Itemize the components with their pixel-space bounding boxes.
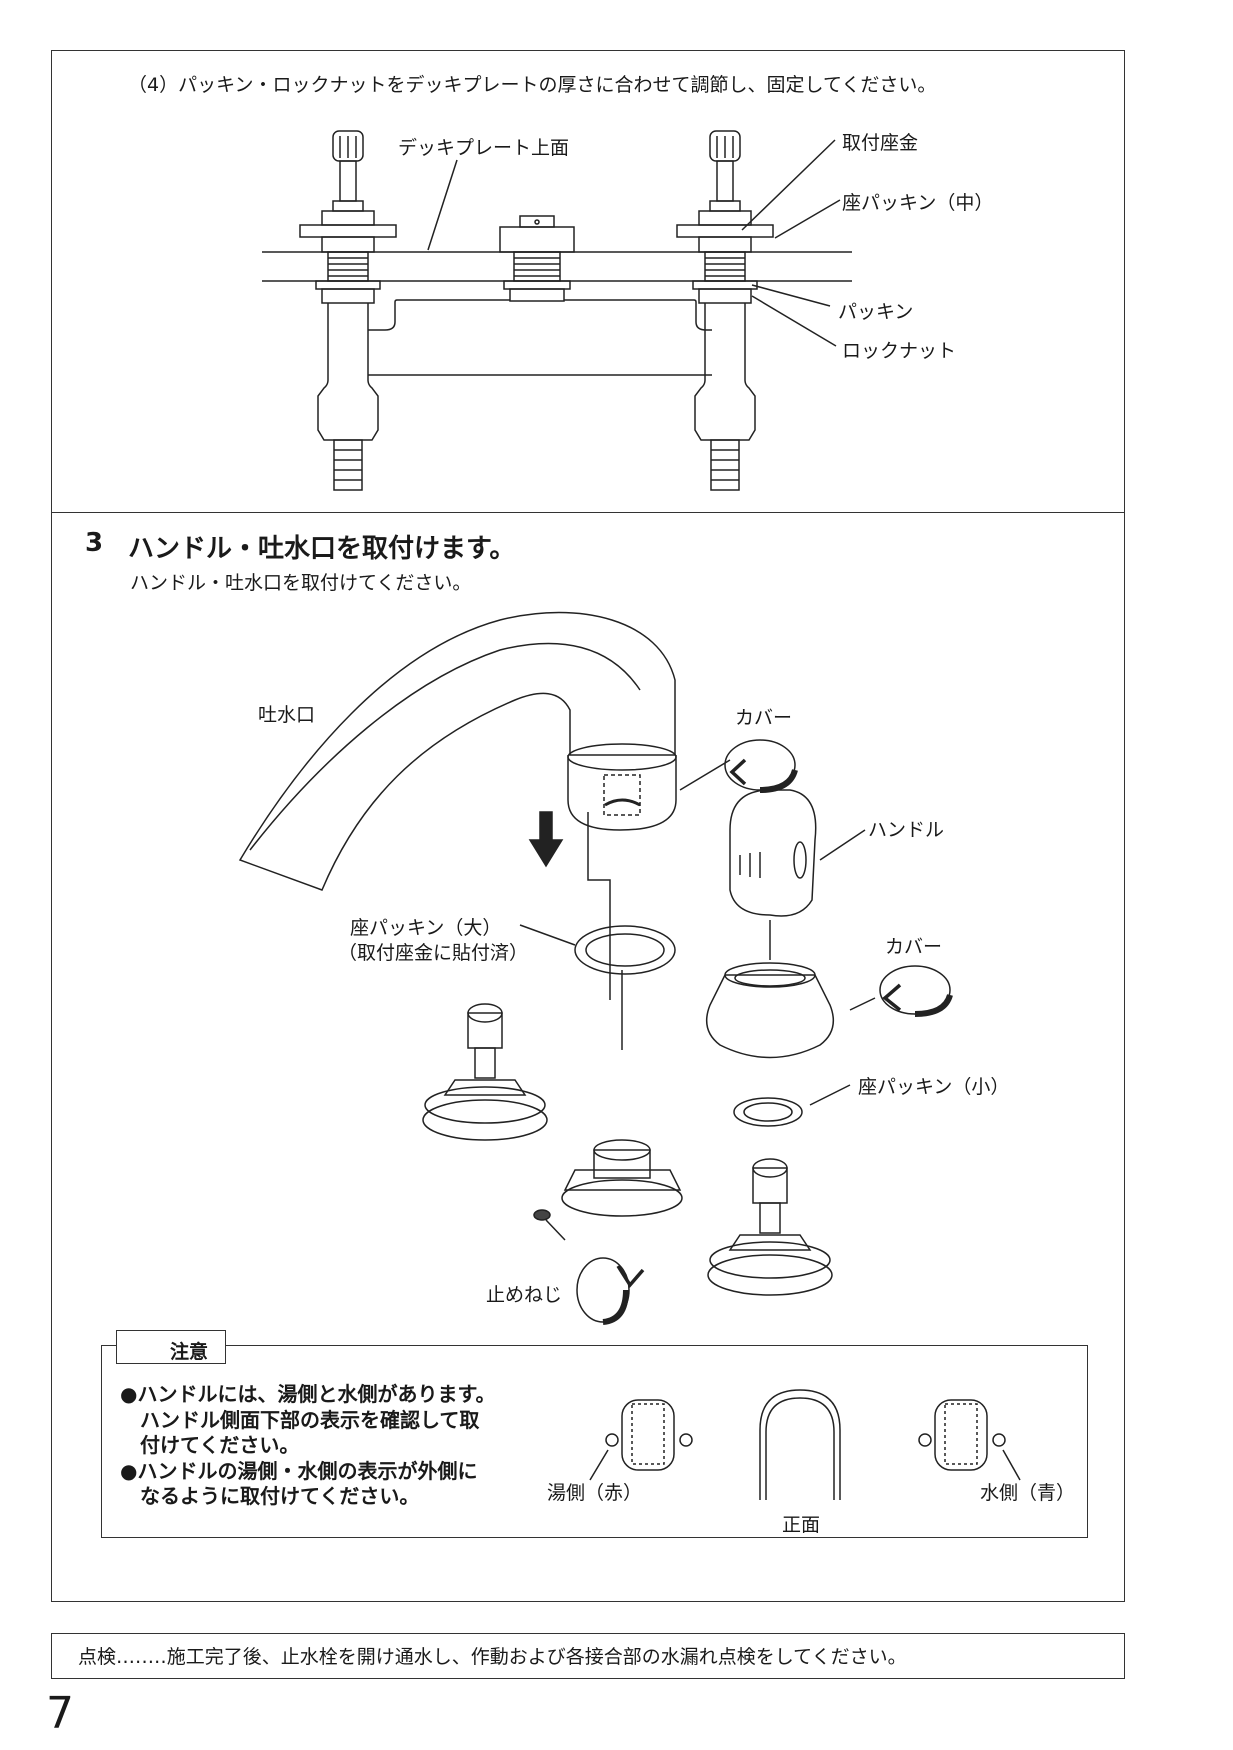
left-fitting	[422, 1003, 548, 1141]
label-set-screw: 止めねじ	[486, 1284, 563, 1306]
right-fitting	[707, 1158, 833, 1296]
caution-title: 注意	[170, 1341, 209, 1363]
caution-line-5: なるように取付けてください。	[120, 1484, 420, 1509]
step3-title: ハンドル・吐水口を取付けます。	[128, 534, 516, 564]
label-seat-packing-medium: 座パッキン（中）	[842, 192, 994, 214]
hot-side-handle-diagram	[589, 1399, 693, 1481]
label-front: 正面	[782, 1514, 821, 1536]
label-spout: 吐水口	[258, 704, 316, 726]
label-lock-nut: ロックナット	[842, 340, 957, 362]
page-number: 7	[46, 1688, 74, 1739]
set-screw-icon	[533, 1209, 566, 1241]
inspection-note: 点検‥‥‥‥施工完了後、止水栓を開け通水し、作動および各接合部の水漏れ点検をして…	[78, 1646, 907, 1668]
right-valve-body	[676, 130, 774, 491]
handle-body	[729, 789, 817, 917]
center-fitting	[499, 215, 575, 302]
label-mounting-washer: 取付座金	[842, 132, 919, 154]
label-handle: ハンドル	[868, 819, 945, 841]
label-cover-mid: カバー	[885, 936, 943, 958]
left-valve-body	[299, 130, 397, 491]
label-seat-packing-small: 座パッキン（小）	[858, 1076, 1010, 1098]
spout-body	[238, 611, 676, 891]
seat-packing-large	[574, 925, 676, 975]
label-deck-plate-top: デッキプレート上面	[398, 137, 570, 159]
caution-line-3: 付けてください。	[120, 1433, 300, 1458]
center-base-fitting	[561, 1139, 683, 1217]
caution-line-1: ●ハンドルには、湯側と水側があります。	[120, 1382, 496, 1406]
label-seat-packing-large-1: 座パッキン（大）	[350, 917, 502, 939]
cold-side-handle-diagram	[918, 1399, 1021, 1481]
cover-cone	[705, 974, 835, 1059]
seat-packing-small	[733, 1097, 803, 1127]
label-hot-side: 湯側（赤）	[547, 1482, 643, 1504]
caution-box	[101, 1345, 1088, 1538]
caution-tab	[116, 1330, 226, 1364]
label-cold-side: 水側（青）	[980, 1482, 1076, 1504]
step3-number: 3	[85, 528, 104, 558]
step3-subtitle: ハンドル・吐水口を取付けてください。	[130, 572, 472, 594]
label-seat-packing-large-2: （取付座金に貼付済）	[338, 942, 529, 964]
label-cover-top: カバー	[735, 707, 793, 729]
step4-instruction: （4）パッキン・ロックナットをデッキプレートの厚さに合わせて調節し、固定してくだ…	[128, 74, 937, 96]
caution-line-2: ハンドル側面下部の表示を確認して取	[120, 1407, 480, 1432]
inspection-frame	[51, 1633, 1125, 1679]
caution-list: ●ハンドルには、湯側と水側があります。 ハンドル側面下部の表示を確認して取 付け…	[120, 1382, 495, 1510]
caution-line-4: ●ハンドルの湯側・水側の表示が外側に	[120, 1458, 478, 1483]
front-spout-diagram	[759, 1389, 841, 1500]
label-packing: パッキン	[838, 301, 914, 323]
step3-frame	[51, 512, 1125, 1602]
